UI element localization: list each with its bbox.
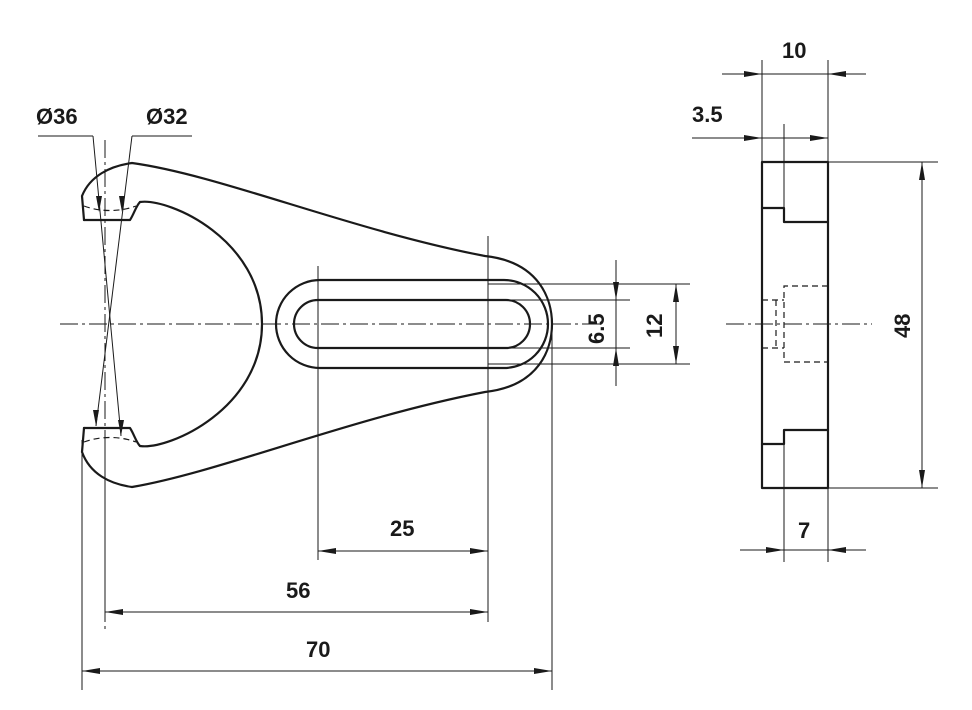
- front-view: Ø36 Ø32 25 56 70 6.5: [36, 104, 690, 690]
- dim-6-5-label: 6.5: [584, 313, 609, 344]
- arrowhead: [470, 548, 488, 554]
- dia32-leader: [95, 135, 133, 427]
- slot-inner: [292, 298, 532, 350]
- dim-56-label: 56: [286, 578, 310, 603]
- arrowhead: [93, 410, 99, 426]
- arrowhead: [96, 196, 102, 212]
- arrowhead: [744, 71, 762, 77]
- dim-12-label: 12: [642, 314, 667, 338]
- dim-7-label: 7: [798, 518, 810, 543]
- lower-hidden-arc: [83, 436, 137, 443]
- arrowhead: [105, 609, 123, 615]
- upper-step: [760, 206, 830, 224]
- jaw-opening-arc: [138, 200, 264, 448]
- arrowhead: [744, 135, 762, 141]
- arrowhead: [534, 668, 552, 674]
- dim-70-label: 70: [306, 637, 330, 662]
- upper-jaw-tip: [82, 200, 142, 222]
- arrowhead: [673, 284, 679, 302]
- arrowhead: [673, 346, 679, 364]
- arrowhead: [919, 470, 925, 488]
- arrowhead: [828, 71, 846, 77]
- upper-hidden-arc: [83, 205, 137, 212]
- dim-3-5-label: 3.5: [692, 102, 723, 127]
- arrowhead: [470, 609, 488, 615]
- lower-jaw-tip: [82, 426, 142, 448]
- arrowhead: [318, 548, 336, 554]
- dia36-label: Ø36: [36, 104, 78, 129]
- lower-step: [760, 428, 830, 446]
- arrowhead: [828, 547, 846, 553]
- arrowhead: [613, 282, 619, 300]
- arrowhead: [119, 196, 125, 212]
- side-view: 10 3.5 48 7: [692, 38, 938, 562]
- slot-outer: [274, 278, 550, 370]
- arrowhead: [766, 547, 784, 553]
- side-view-outline: [760, 160, 830, 490]
- arrowhead: [613, 348, 619, 366]
- arrowhead: [82, 668, 100, 674]
- dim-48-label: 48: [890, 314, 915, 338]
- dia36-leader: [92, 135, 122, 437]
- hidden-slot: [783, 285, 828, 363]
- dim-25-label: 25: [390, 516, 414, 541]
- wrench-outer-contour: [80, 161, 554, 489]
- arrowhead: [118, 420, 124, 436]
- dim-10-label: 10: [782, 38, 806, 63]
- arrowhead: [919, 162, 925, 180]
- arrowhead: [810, 135, 828, 141]
- dia32-label: Ø32: [146, 104, 188, 129]
